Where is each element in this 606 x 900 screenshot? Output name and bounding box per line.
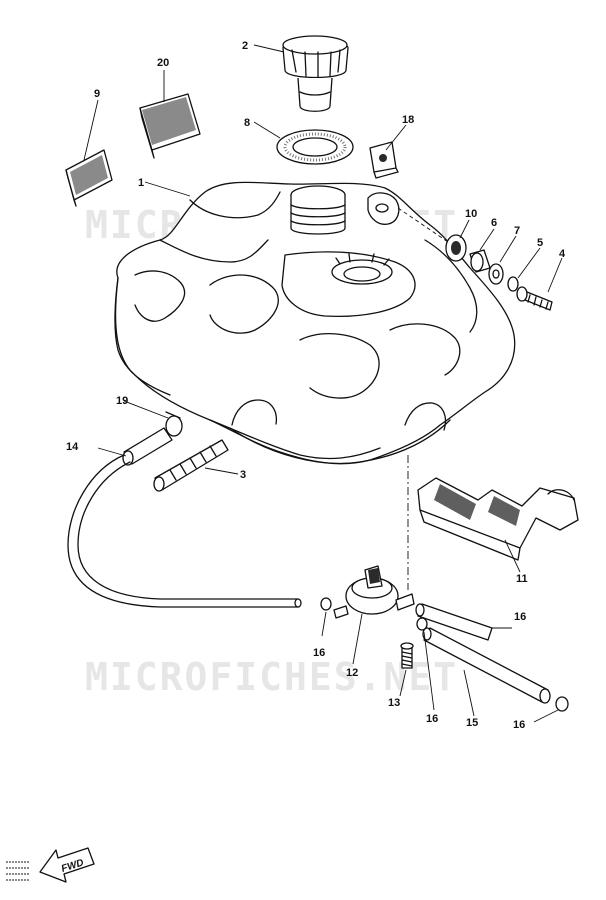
leader-lines — [83, 44, 563, 723]
forward-arrow-icon: FWD — [39, 847, 95, 883]
part-label-16-right: 16 — [513, 719, 525, 731]
part-label-13: 13 — [388, 697, 400, 709]
part-label-10: 10 — [465, 208, 477, 220]
part-label-1: 1 — [138, 177, 144, 189]
fuel-hose-14 — [67, 427, 302, 608]
hose-fitting-3 — [153, 439, 229, 492]
part-label-19: 19 — [116, 395, 128, 407]
screw-13 — [400, 642, 414, 669]
part-label-2: 2 — [242, 40, 248, 52]
part-label-18: 18 — [402, 114, 414, 126]
mount-bolt-assembly — [397, 207, 553, 311]
part-label-15: 15 — [466, 717, 478, 729]
part-label-8: 8 — [244, 117, 250, 129]
clip-19 — [165, 411, 183, 437]
protector-11 — [417, 477, 579, 561]
damper-pad-9 — [65, 149, 113, 207]
part-label-17: 16 — [514, 611, 526, 623]
clip-16-middle — [416, 617, 428, 631]
fuel-cap — [282, 35, 349, 112]
fuel-tank — [114, 181, 516, 465]
fwd-legend-marks — [6, 861, 30, 881]
part-label-7: 7 — [514, 225, 520, 237]
part-label-3: 3 — [240, 469, 246, 481]
nut-clip-18 — [369, 141, 399, 179]
clip-16-left — [320, 597, 332, 611]
cap-gasket — [276, 129, 354, 165]
watermark-bottom: MICROFICHES.NET — [85, 655, 458, 699]
fuel-cock-12 — [333, 565, 415, 619]
hose-15 — [422, 627, 551, 704]
hose-17 — [415, 603, 512, 641]
damper-pad-20 — [139, 93, 201, 159]
part-label-9: 9 — [94, 88, 100, 100]
part-label-6: 6 — [491, 217, 497, 229]
part-label-16-middle: 16 — [426, 713, 438, 725]
part-label-5: 5 — [537, 237, 543, 249]
part-label-16-left: 16 — [313, 647, 325, 659]
part-label-11: 11 — [516, 573, 528, 585]
part-label-20: 20 — [157, 57, 169, 69]
part-label-4: 4 — [559, 248, 566, 260]
part-label-12: 12 — [346, 667, 358, 679]
clip-16-right — [555, 696, 569, 712]
part-label-14: 14 — [66, 441, 79, 453]
